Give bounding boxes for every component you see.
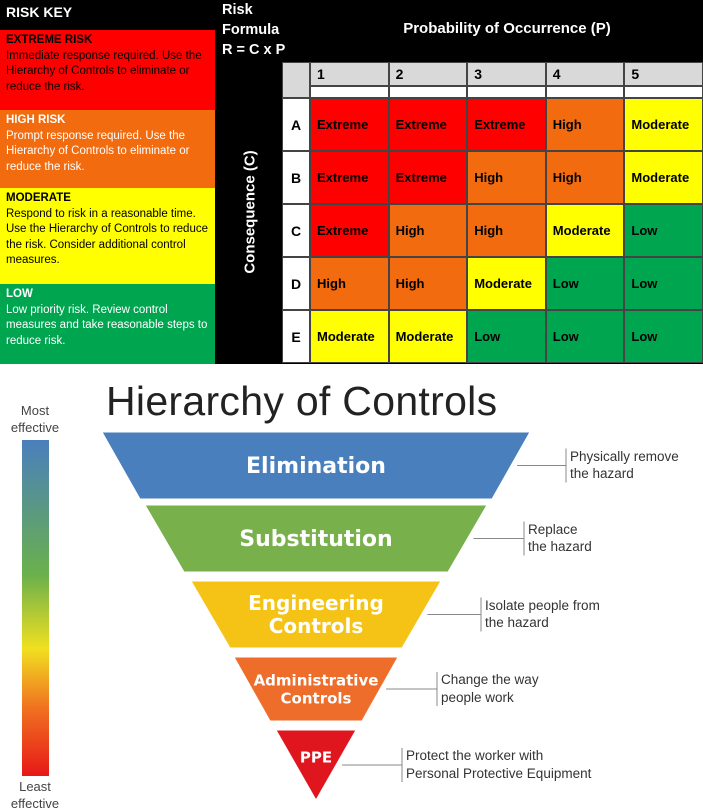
risk-key-moderate: MODERATE Respond to risk in a reasonable… [0, 188, 215, 284]
risk-level-name: LOW [6, 288, 33, 300]
risk-matrix-cell: Low [624, 257, 703, 310]
risk-matrix-cell: High [467, 204, 546, 257]
risk-matrix-cell: High [310, 257, 389, 310]
hierarchy-level-shape [275, 729, 357, 802]
probability-axis-label: Probability of Occurrence (P) [403, 20, 611, 37]
hierarchy-of-controls-section: Hierarchy of Controls Most effective Lea… [0, 364, 703, 810]
risk-key-title: RISK KEY [0, 0, 215, 30]
consequence-axis-label: Consequence (C) [241, 150, 259, 274]
probability-column-header: 4 [545, 62, 625, 86]
risk-matrix-cell: Low [624, 310, 703, 363]
formula-line: Risk [222, 2, 253, 18]
risk-matrix-cell: Extreme [467, 98, 546, 151]
consequence-row-header: C [282, 204, 310, 257]
probability-column-header: 3 [467, 62, 546, 86]
risk-level-name: MODERATE [6, 192, 71, 204]
risk-key-extreme: EXTREME RISK Immediate response required… [0, 30, 215, 110]
hierarchy-level-shape [101, 431, 531, 500]
hierarchy-level-label: PPE [300, 748, 332, 766]
consequence-row-header: A [282, 98, 310, 151]
risk-matrix-cell: Moderate [624, 98, 703, 151]
risk-formula: Risk Formula R = C x P [218, 0, 308, 62]
hierarchy-description-line: people work [441, 689, 514, 705]
risk-level-desc: Prompt response required. Use the Hierar… [6, 129, 190, 173]
header-spacer [545, 86, 625, 98]
risk-matrix-cell: Low [545, 310, 625, 363]
risk-matrix-cell: Extreme [388, 98, 468, 151]
hierarchy-level-label: Controls [281, 689, 352, 707]
least-effective-label: Least effective [10, 779, 60, 810]
risk-level-name: HIGH RISK [6, 114, 66, 126]
risk-matrix-cell: Moderate [624, 151, 703, 204]
hierarchy-level-label: Substitution [239, 527, 392, 552]
risk-level-desc: Respond to risk in a reasonable time. Us… [6, 207, 208, 267]
hierarchy-description-line: the hazard [528, 539, 592, 554]
hierarchy-description-line: Protect the worker with [406, 748, 544, 763]
hierarchy-description-line: Isolate people from [485, 597, 600, 613]
probability-column-header: 5 [624, 62, 703, 86]
hierarchy-level-description: Change the way people work [441, 671, 539, 706]
hierarchy-title: Hierarchy of Controls [106, 378, 498, 424]
hierarchy-description-line: the hazard [570, 466, 634, 481]
hierarchy-level-label: Engineering [248, 591, 384, 615]
risk-level-desc: Immediate response required. Use the Hie… [6, 49, 202, 93]
risk-key: RISK KEY EXTREME RISK Immediate response… [0, 0, 215, 364]
risk-matrix-cell: Moderate [310, 310, 389, 363]
most-effective-label: Most effective [10, 403, 60, 435]
risk-level-desc: Low priority risk. Review control measur… [6, 303, 208, 347]
risk-matrix-cell: High [388, 257, 468, 310]
header-spacer [310, 86, 389, 98]
hierarchy-level-shape [233, 656, 399, 722]
hierarchy-level-description: Physically remove the hazard [570, 448, 679, 483]
consequence-row-header: E [282, 310, 310, 363]
risk-matrix-cell: Low [545, 257, 625, 310]
risk-matrix-cell: High [545, 98, 625, 151]
consequence-row-header: B [282, 151, 310, 204]
risk-matrix-cell: Extreme [310, 204, 389, 257]
consequence-row-header: D [282, 257, 310, 310]
hierarchy-description-line: Change the way [441, 672, 539, 687]
header-spacer [388, 86, 468, 98]
risk-matrix-cell: Extreme [310, 98, 389, 151]
hierarchy-level-shape [190, 580, 442, 649]
risk-matrix-cell: High [545, 151, 625, 204]
risk-matrix-cell: Moderate [545, 204, 625, 257]
risk-level-name: EXTREME RISK [6, 34, 93, 46]
hierarchy-level-description: Replace the hazard [528, 521, 592, 556]
hierarchy-description-line: Replace [528, 521, 578, 537]
risk-key-high: HIGH RISK Prompt response required. Use … [0, 110, 215, 188]
hierarchy-level-shape [144, 504, 488, 573]
risk-matrix-cell: Extreme [310, 151, 389, 204]
risk-matrix-cell: High [467, 151, 546, 204]
hierarchy-level-label: Elimination [246, 454, 386, 479]
risk-matrix-cell: Low [624, 204, 703, 257]
risk-matrix-cell: Low [467, 310, 546, 363]
risk-matrix-cell: Moderate [467, 257, 546, 310]
risk-matrix-cell: Extreme [388, 151, 468, 204]
hierarchy-level-description: Isolate people from the hazard [485, 597, 600, 632]
formula-line: Formula [222, 22, 280, 38]
header-spacer [624, 86, 703, 98]
probability-column-header: 2 [388, 62, 468, 86]
hierarchy-description-line: Physically remove [570, 448, 679, 464]
risk-assessment-section: RISK KEY EXTREME RISK Immediate response… [0, 0, 703, 364]
hierarchy-description-line: the hazard [485, 615, 549, 630]
risk-key-low: LOW Low priority risk. Review control me… [0, 284, 215, 364]
probability-column-header: 1 [310, 62, 389, 86]
hierarchy-pyramid: EliminationSubstitutionEngineeringContro… [101, 431, 567, 802]
hierarchy-description-line: Personal Protective Equipment [406, 765, 592, 781]
hierarchy-level-label: Administrative [254, 671, 379, 689]
hierarchy-level-label: Controls [269, 614, 364, 638]
risk-matrix-cell: High [388, 204, 468, 257]
risk-matrix-cell: Moderate [388, 310, 468, 363]
header-spacer [467, 86, 546, 98]
formula-equation: R = C x P [222, 42, 286, 58]
matrix-corner [282, 62, 310, 98]
effectiveness-gradient-bar [22, 440, 49, 776]
